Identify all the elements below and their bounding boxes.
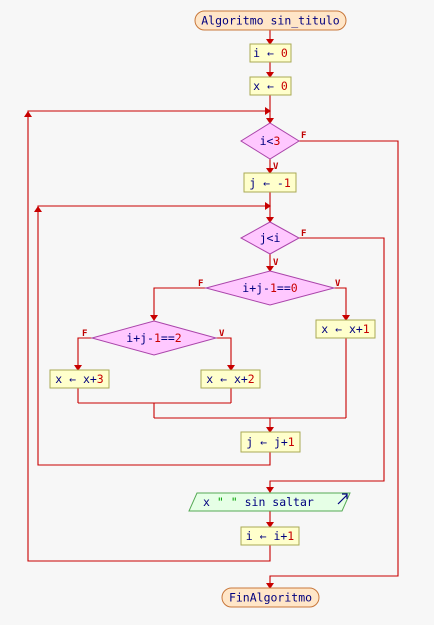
assign-x-arrow: ← bbox=[260, 79, 281, 93]
outer-loop-condition: i<3 bbox=[240, 122, 300, 160]
assign-x1-num: 1 bbox=[363, 322, 370, 336]
assign-i1-num: 1 bbox=[287, 529, 294, 543]
svg-text:x ← 0: x ← 0 bbox=[253, 79, 288, 93]
two-cond-num1: 1 bbox=[154, 331, 161, 345]
svg-text:i+j-1==0: i+j-1==0 bbox=[242, 281, 298, 295]
inner-cond-expr: j<i bbox=[260, 231, 281, 245]
assign-i-arrow: ← bbox=[260, 46, 281, 60]
assign-x3-num: 3 bbox=[97, 372, 104, 386]
output-arrow-icon bbox=[337, 493, 348, 505]
inner-loop-condition: j<i bbox=[239, 221, 301, 255]
assign-i1-lhs: i ← i+ bbox=[246, 529, 288, 543]
assign-x3-lhs: x ← x+ bbox=[55, 372, 97, 386]
assign-x2-lhs: x ← x+ bbox=[206, 372, 248, 386]
two-cond-num2: 2 bbox=[175, 331, 182, 345]
assign-i-box: i ← 0 bbox=[249, 43, 292, 63]
assign-j-box: j ← -1 bbox=[243, 172, 297, 193]
arrowheads bbox=[24, 39, 350, 589]
zero-cond-prefix: i+j- bbox=[242, 281, 270, 295]
start-terminal: Algoritmo sin_titulo bbox=[194, 10, 347, 31]
svg-text:i ← 0: i ← 0 bbox=[253, 46, 288, 60]
svg-text:j ← j+1: j ← j+1 bbox=[246, 435, 295, 449]
svg-text:j ← -1: j ← -1 bbox=[249, 176, 291, 190]
outer-cond-num: 3 bbox=[273, 134, 280, 148]
assign-i-value: 0 bbox=[281, 46, 288, 60]
assign-j-arrow: ← bbox=[256, 176, 277, 190]
assign-j-minus: - bbox=[277, 176, 284, 190]
svg-text:i<3: i<3 bbox=[260, 134, 281, 148]
assign-x-box: x ← 0 bbox=[249, 76, 292, 96]
assign-j-value: 1 bbox=[284, 176, 291, 190]
svg-text:x ← x+2: x ← x+2 bbox=[206, 372, 254, 386]
zero-check-condition: i+j-1==0 bbox=[204, 270, 336, 306]
two-cond-prefix: i+j- bbox=[126, 331, 154, 345]
end-label: FinAlgoritmo bbox=[229, 591, 312, 605]
svg-text:x ← x+1: x ← x+1 bbox=[321, 322, 370, 336]
outer-cond-expr: i< bbox=[260, 134, 274, 148]
assign-i-plus-1-box: i ← i+1 bbox=[240, 526, 300, 546]
zero-cond-num2: 0 bbox=[291, 281, 298, 295]
assign-x-plus-2-box: x ← x+2 bbox=[200, 369, 261, 389]
output-box: x " " sin saltar bbox=[188, 492, 351, 512]
assign-x1-lhs: x ← x+ bbox=[321, 322, 363, 336]
assign-i-var: i bbox=[253, 46, 260, 60]
svg-text:i ← i+1: i ← i+1 bbox=[246, 529, 295, 543]
output-var: x bbox=[203, 495, 210, 509]
connectors bbox=[27, 30, 399, 588]
inner-false-label: F bbox=[301, 229, 306, 239]
assign-j1-num: 1 bbox=[288, 435, 295, 449]
branch-labels: F V F V F V F V bbox=[82, 131, 341, 339]
assign-x-plus-3-box: x ← x+3 bbox=[49, 369, 110, 389]
svg-text:i+j-1==2: i+j-1==2 bbox=[126, 331, 181, 345]
two-true-label: V bbox=[219, 329, 225, 339]
start-label: Algoritmo sin_titulo bbox=[201, 14, 340, 28]
two-cond-eq: == bbox=[161, 331, 175, 345]
end-terminal: FinAlgoritmo bbox=[221, 587, 320, 608]
assign-x-var: x bbox=[253, 79, 260, 93]
assign-j-plus-1-box: j ← j+1 bbox=[240, 431, 301, 453]
assign-j-var: j bbox=[249, 176, 256, 190]
outer-false-label: F bbox=[301, 131, 306, 141]
zero-false-label: F bbox=[198, 279, 203, 289]
inner-true-label: V bbox=[273, 258, 279, 268]
assign-x-plus-1-box: x ← x+1 bbox=[315, 319, 376, 339]
svg-text:x ← x+3: x ← x+3 bbox=[55, 372, 104, 386]
assign-x-value: 0 bbox=[281, 79, 288, 93]
assign-x2-num: 2 bbox=[248, 372, 255, 386]
assign-j1-lhs: j ← j+ bbox=[246, 435, 288, 449]
two-false-label: F bbox=[82, 329, 87, 339]
zero-true-label: V bbox=[335, 279, 341, 289]
zero-cond-num1: 1 bbox=[270, 281, 277, 295]
svg-text:x " " sin saltar: x " " sin saltar bbox=[203, 495, 314, 509]
outer-true-label: V bbox=[273, 162, 279, 172]
two-check-condition: i+j-1==2 bbox=[90, 320, 218, 356]
zero-cond-eq: == bbox=[277, 281, 291, 295]
output-keyword: sin saltar bbox=[245, 495, 314, 509]
output-string: " " bbox=[217, 495, 238, 509]
